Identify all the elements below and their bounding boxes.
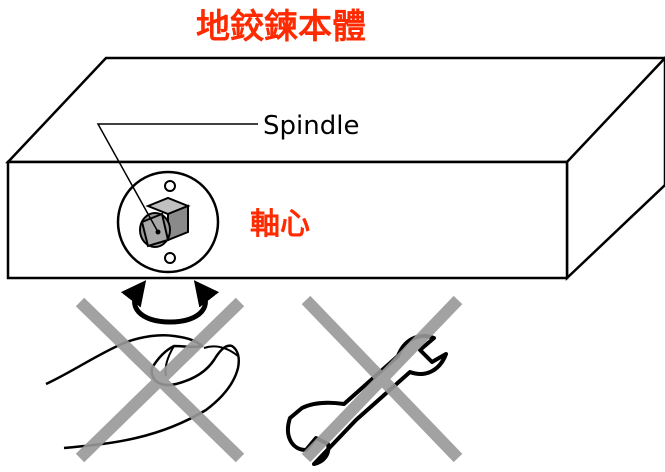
spindle-assembly xyxy=(116,170,220,274)
top-screw-icon xyxy=(164,180,176,192)
hand-prohibited-cross-icon xyxy=(75,297,245,463)
axis-label: 軸心 xyxy=(250,207,310,242)
spindle-icon xyxy=(139,196,191,248)
spindle-leader-line xyxy=(96,123,258,233)
spindle-callout: Spindle xyxy=(96,111,359,233)
diagram-title: 地鉸鍊本體 xyxy=(196,7,366,47)
box-top-face xyxy=(5,56,665,164)
hinge-body xyxy=(5,56,665,281)
spindle-label: Spindle xyxy=(263,111,359,141)
bottom-screw-icon xyxy=(164,252,176,264)
wrench-prohibited-cross-icon xyxy=(301,295,463,463)
box-front-face xyxy=(6,160,569,280)
rotation-arrow-icon xyxy=(120,280,220,325)
